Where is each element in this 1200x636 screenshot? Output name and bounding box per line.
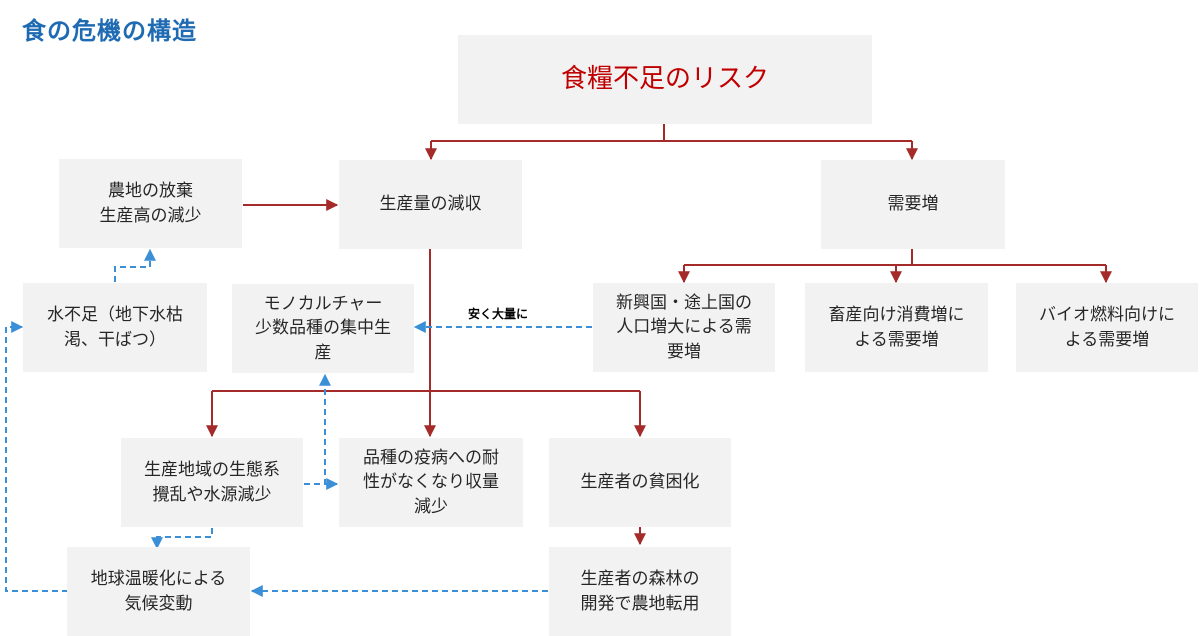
producer-poverty-box: 生産者の貧困化: [549, 438, 731, 527]
dash-water-to-farmland: [114, 248, 156, 282]
forest-conversion-box: 生産者の森林の 開発で農地転用: [549, 547, 731, 636]
global-warming-box: 地球温暖化による 気候変動: [67, 547, 250, 636]
risk-box: 食糧不足のリスク: [458, 35, 872, 124]
arrow-risk-to-production: [431, 140, 912, 159]
biofuel-demand-box: バイオ燃料向けに よる需要増: [1016, 283, 1198, 372]
dash-warming-to-water: [5, 321, 68, 592]
page-title: 食の危機の構造: [22, 17, 197, 45]
emerging-population-box: 新興国・途上国の 人口増大による需 要増: [593, 283, 775, 372]
monoculture-box: モノカルチャー 少数品種の集中生 産: [232, 284, 414, 373]
demand-increase-box: 需要増: [821, 160, 1005, 249]
ecosystem-disruption-box: 生産地域の生態系 攪乱や水源減少: [121, 438, 303, 527]
arrow-production-to-ecosystem: [212, 390, 640, 436]
dash-ecosystem-to-warming: [151, 528, 213, 550]
edge-label-cheap-mass: 安く大量に: [468, 307, 529, 321]
production-decrease-box: 生産量の減収: [339, 160, 522, 249]
disease-vulnerability-box: 品種の疫病への耐 性がなくなり収量 減少: [339, 438, 523, 527]
farmland-abandon-box: 農地の放棄 生産高の減少: [59, 159, 242, 248]
water-shortage-box: 水不足（地下水枯 渇、干ばつ）: [23, 283, 207, 372]
livestock-demand-box: 畜産向け消費増に よる需要増: [805, 283, 988, 372]
